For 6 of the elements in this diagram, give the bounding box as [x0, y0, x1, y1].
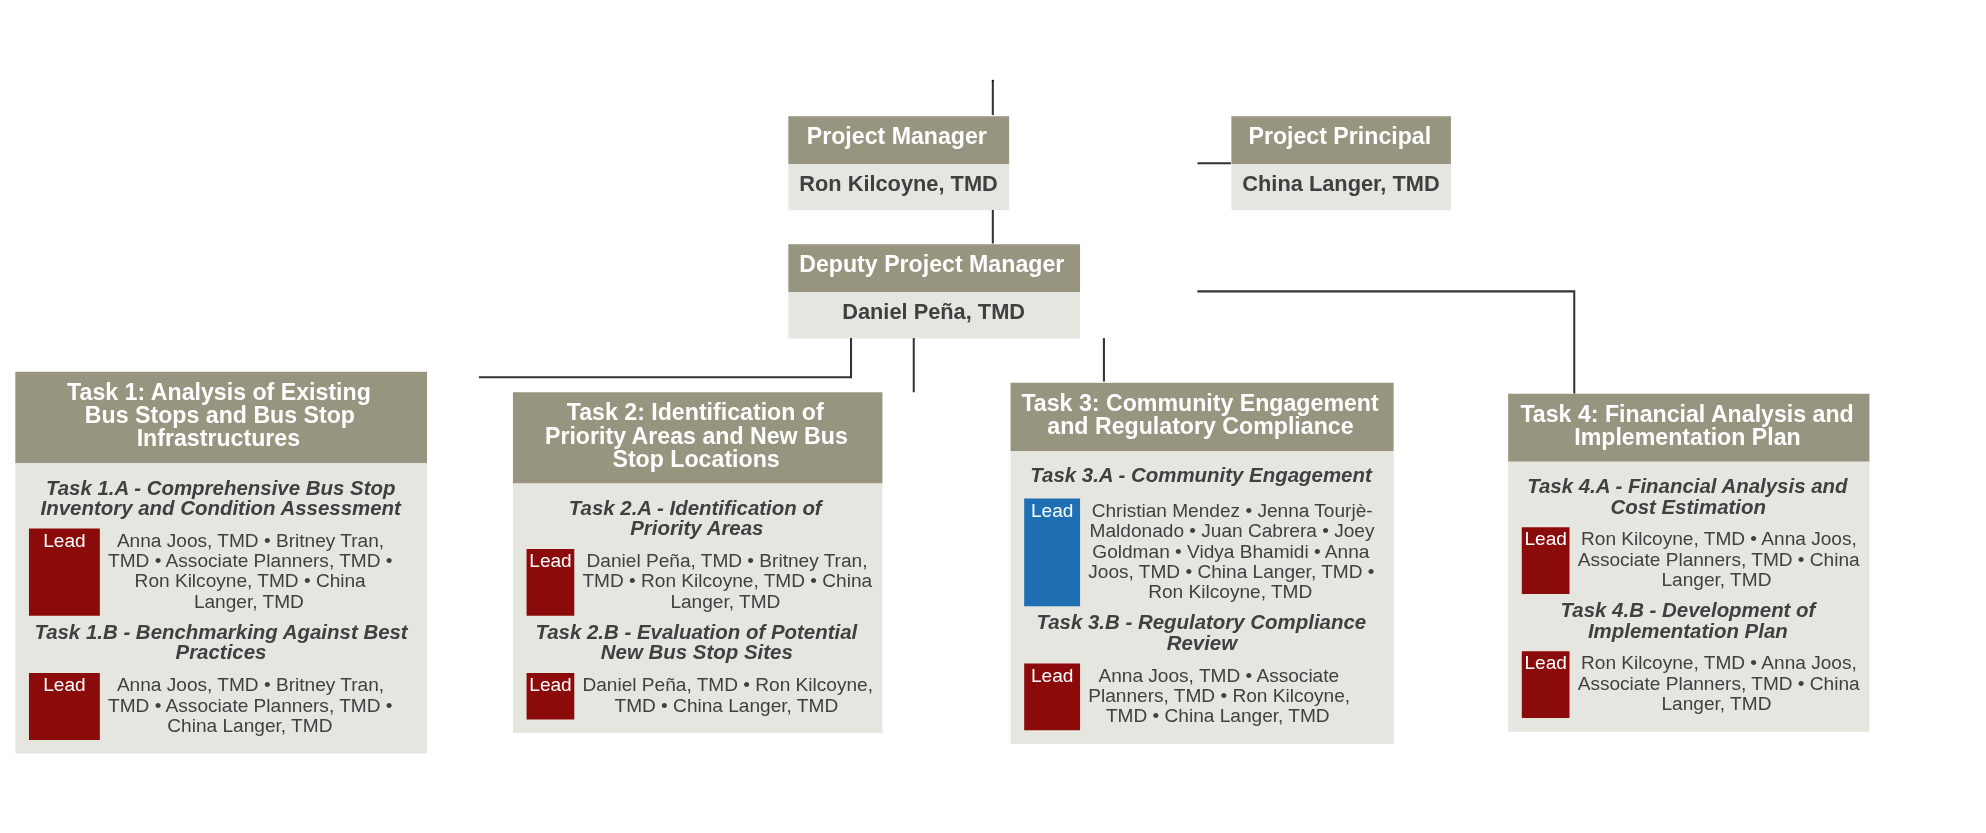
connector	[1197, 161, 1231, 164]
connector	[1196, 289, 1575, 394]
connector	[912, 337, 915, 392]
connector	[991, 209, 994, 244]
connector	[1102, 337, 1105, 382]
connector	[478, 337, 852, 378]
